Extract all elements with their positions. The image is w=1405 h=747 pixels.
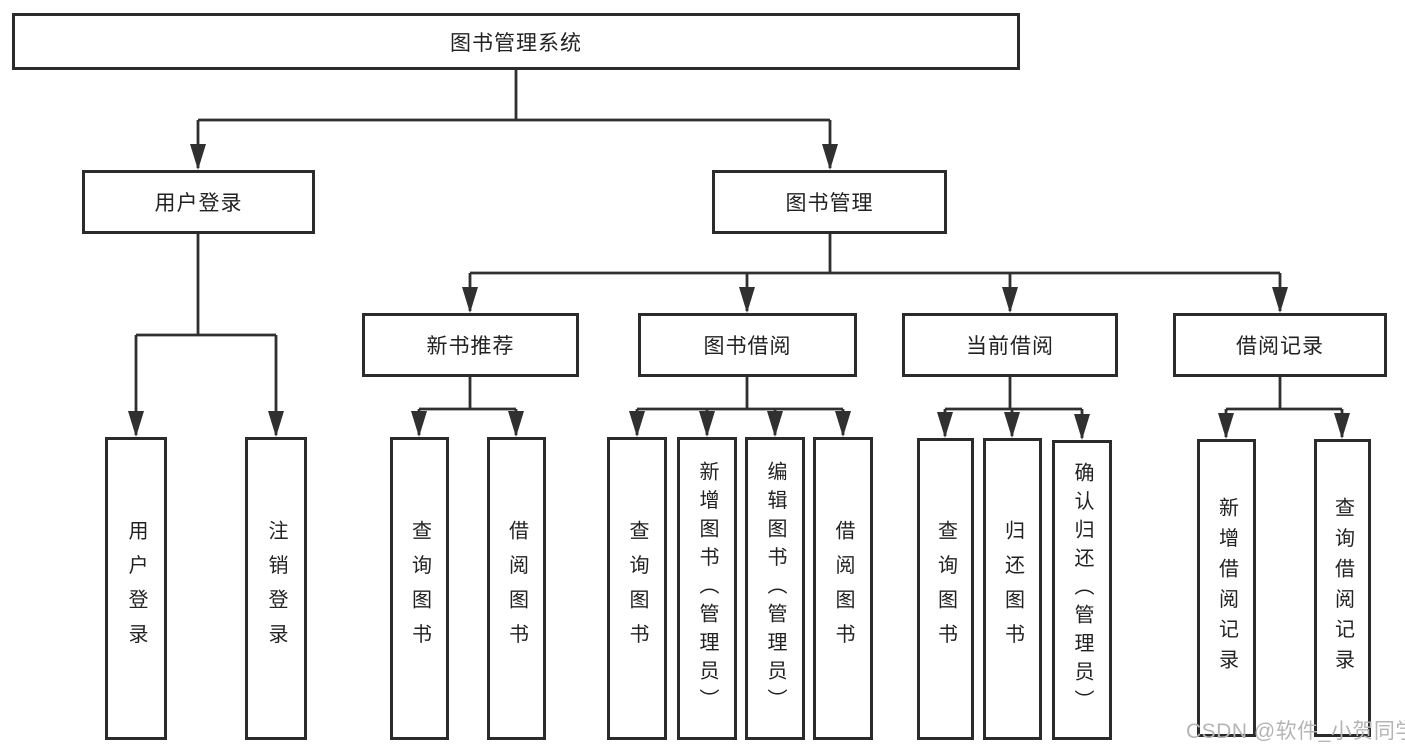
node-leaf-return-book: 归还图书 xyxy=(983,438,1042,740)
node-label: 编辑图书（管理员） xyxy=(764,460,786,717)
node-leaf-user-login: 用户登录 xyxy=(105,437,167,740)
node-label: 新增借阅记录 xyxy=(1215,496,1238,680)
node-leaf-logout: 注销登录 xyxy=(245,437,307,740)
node-label: 借阅图书 xyxy=(832,519,854,658)
node-leaf-edit-book-admin: 编辑图书（管理员） xyxy=(745,437,805,740)
node-label: 查询图书 xyxy=(408,519,431,658)
node-current-borrowing: 当前借阅 xyxy=(902,313,1118,377)
node-label: 查询借阅记录 xyxy=(1331,496,1354,680)
node-label: 图书管理系统 xyxy=(450,31,582,55)
node-label: 确认归还（管理员） xyxy=(1071,462,1093,718)
node-label: 归还图书 xyxy=(1001,520,1024,658)
node-library-management-system: 图书管理系统 xyxy=(12,13,1020,70)
node-leaf-query-borrow-record: 查询借阅记录 xyxy=(1314,439,1371,737)
node-label: 当前借阅 xyxy=(966,335,1054,358)
node-label: 新增图书（管理员） xyxy=(696,460,718,717)
node-book-borrowing: 图书借阅 xyxy=(638,313,857,377)
node-label: 图书借阅 xyxy=(703,335,792,358)
csdn-watermark: CSDN @软件_小贺同学 xyxy=(1186,720,1405,743)
node-label: 查询图书 xyxy=(626,519,648,658)
node-borrowing-records: 借阅记录 xyxy=(1173,313,1387,377)
node-leaf-query-books-current: 查询图书 xyxy=(917,438,974,740)
node-label: 注销登录 xyxy=(265,519,287,658)
node-leaf-query-books-borrowing: 查询图书 xyxy=(607,437,667,740)
node-leaf-query-books-recommend: 查询图书 xyxy=(390,437,449,740)
node-leaf-borrow-books-recommend: 借阅图书 xyxy=(487,437,546,740)
node-new-book-recommend: 新书推荐 xyxy=(362,313,579,377)
node-leaf-add-borrow-record: 新增借阅记录 xyxy=(1197,439,1256,737)
node-label: 查询图书 xyxy=(934,520,957,658)
node-book-management: 图书管理 xyxy=(712,170,947,234)
node-leaf-add-book-admin: 新增图书（管理员） xyxy=(677,437,737,740)
node-label: 借阅记录 xyxy=(1236,335,1324,358)
node-leaf-confirm-return-admin: 确认归还（管理员） xyxy=(1052,440,1112,740)
node-label: 借阅图书 xyxy=(505,519,528,658)
node-label: 用户登录 xyxy=(154,192,243,215)
node-leaf-borrow-books: 借阅图书 xyxy=(813,437,873,740)
node-label: 新书推荐 xyxy=(426,335,515,358)
node-user-login: 用户登录 xyxy=(82,170,315,234)
node-label: 图书管理 xyxy=(785,192,874,215)
node-label: 用户登录 xyxy=(125,519,147,658)
